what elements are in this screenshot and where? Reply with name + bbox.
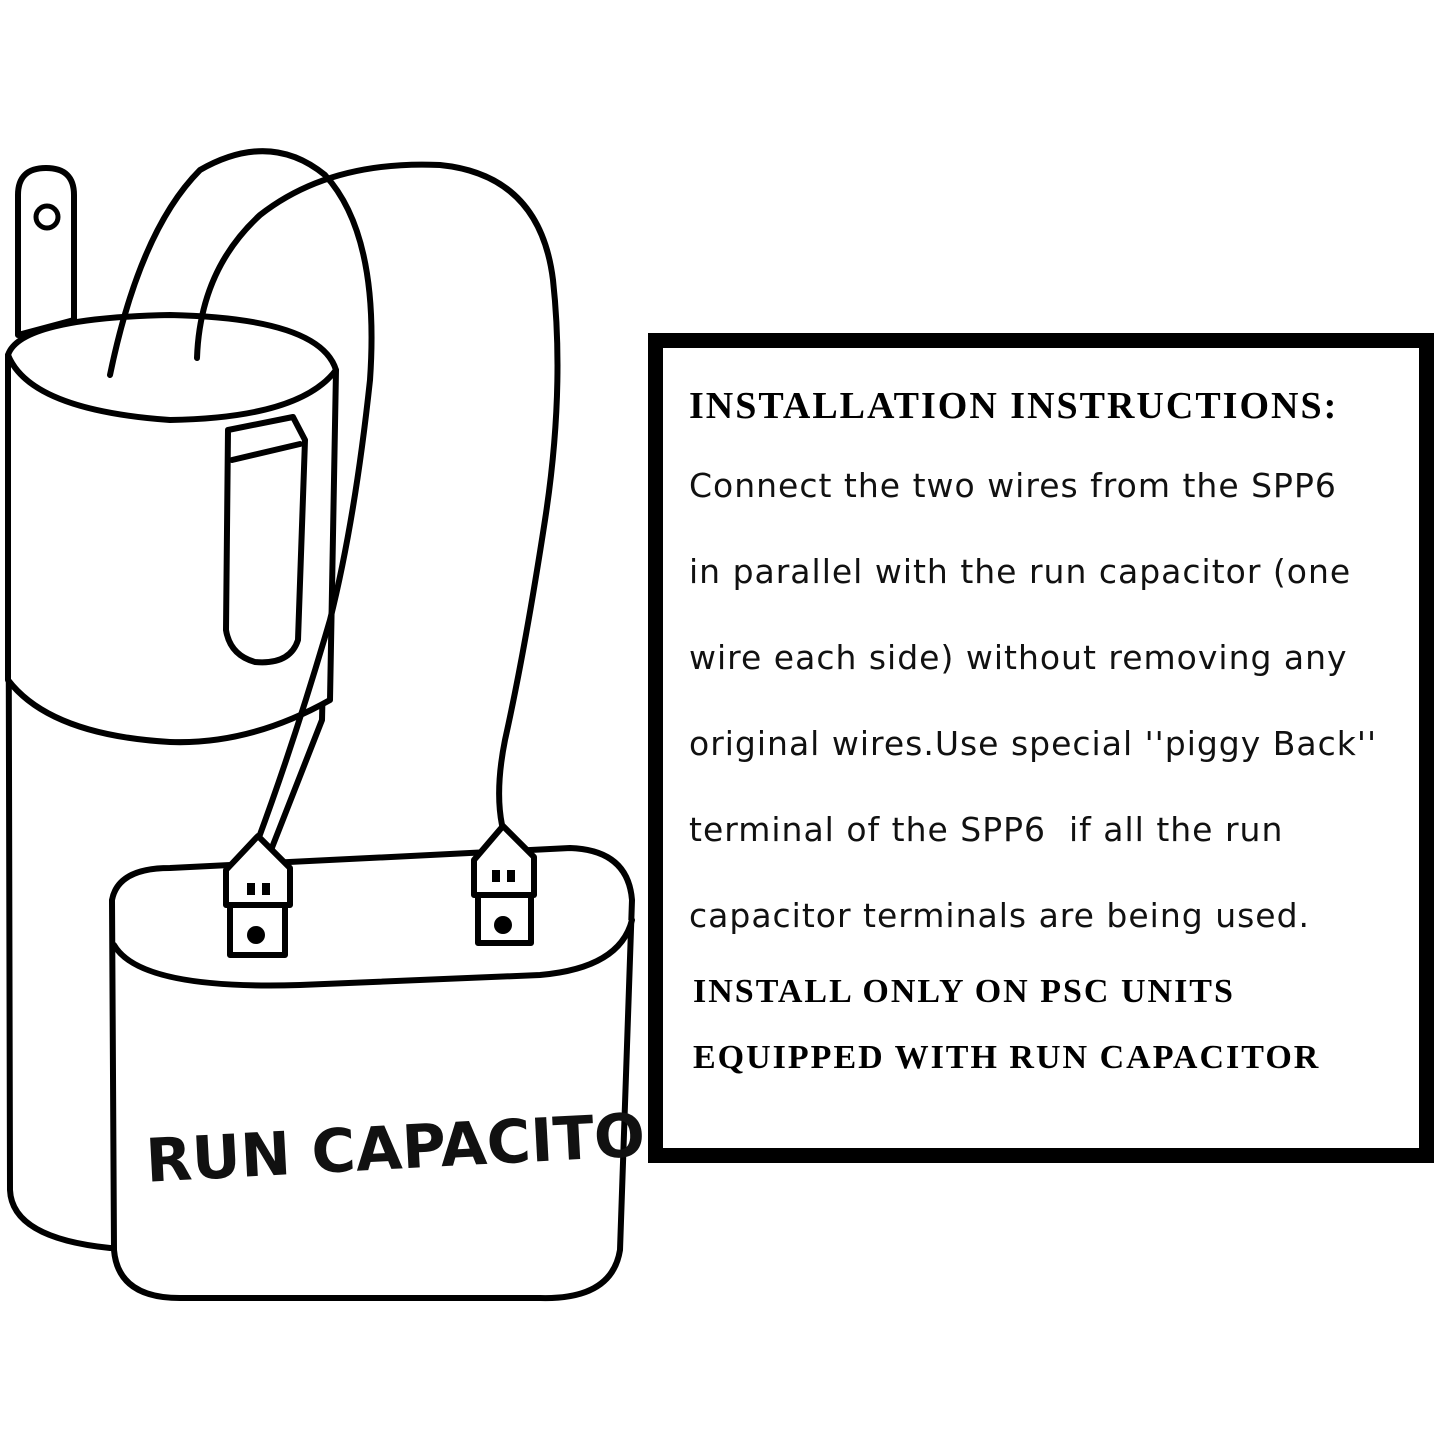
cap-strap — [223, 414, 308, 666]
wire-left — [107, 148, 375, 843]
mounting-tab — [15, 165, 77, 338]
terminal-right — [471, 823, 537, 946]
warning-line: EQUIPPED WITH RUN CAPACITOR — [693, 1039, 1321, 1076]
wire-right — [194, 161, 561, 828]
mounting-hole — [33, 203, 61, 231]
warning-line: INSTALL ONLY ON PSC UNITS — [693, 973, 1235, 1010]
instructions-line: wire each side) without removing any — [689, 638, 1348, 677]
warning-block: INSTALL ONLY ON PSC UNITS EQUIPPED WITH … — [689, 959, 1419, 1091]
instructions-body: Connect the two wires from the SPP6 in p… — [689, 443, 1419, 959]
instructions-line: capacitor terminals are being used. — [689, 896, 1311, 935]
instructions-line: Connect the two wires from the SPP6 — [689, 466, 1337, 505]
instructions-line: original wires.Use special ''piggy Back'… — [689, 724, 1378, 763]
instructions-line: in parallel with the run capacitor (one — [689, 552, 1352, 591]
run-capacitor-body — [109, 845, 635, 1302]
terminal-left — [223, 833, 293, 958]
instructions-panel: INSTALLATION INSTRUCTIONS: Connect the t… — [648, 333, 1434, 1163]
instructions-heading: INSTALLATION INSTRUCTIONS: — [689, 385, 1339, 427]
instructions-line: terminal of the SPP6 if all the run — [689, 810, 1284, 849]
